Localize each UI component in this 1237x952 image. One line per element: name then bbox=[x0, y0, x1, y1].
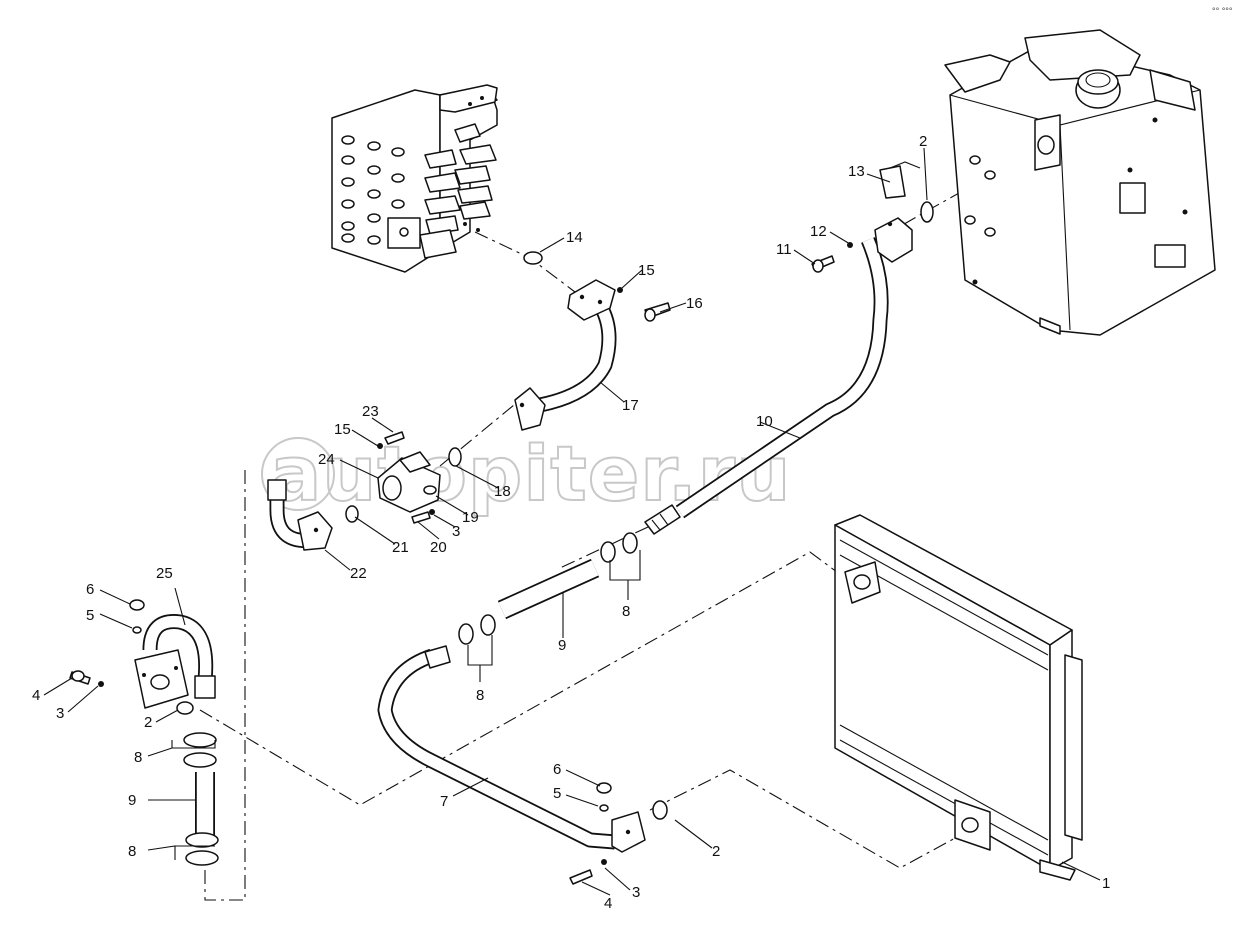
oil-cooler bbox=[834, 514, 1083, 881]
callout-2: 2 bbox=[919, 133, 927, 150]
pipe-17 bbox=[514, 279, 617, 431]
callout-9-center: 9 bbox=[558, 637, 566, 654]
pipe-7 bbox=[377, 645, 646, 853]
callout-9-left: 9 bbox=[128, 792, 136, 809]
callout-8-left-lower: 8 bbox=[128, 843, 136, 860]
callout-5-bottom: 5 bbox=[553, 785, 561, 802]
callout-2-left: 2 bbox=[144, 714, 152, 731]
pipe-25 bbox=[134, 614, 216, 709]
callout-8-left-upper: 8 bbox=[134, 749, 142, 766]
seal-rings bbox=[176, 201, 934, 820]
callout-3-upper: 3 bbox=[452, 523, 460, 540]
leader-lines bbox=[43, 147, 1101, 896]
corner-code: °° °°° bbox=[1212, 6, 1233, 16]
pipe-10 bbox=[644, 217, 913, 535]
callout-7: 7 bbox=[440, 793, 448, 810]
callout-17: 17 bbox=[622, 397, 639, 414]
callout-23: 23 bbox=[362, 403, 379, 420]
callout-19: 19 bbox=[462, 509, 479, 526]
callout-12: 12 bbox=[810, 223, 827, 240]
callout-1: 1 bbox=[1102, 875, 1110, 892]
callout-8-middle: 8 bbox=[476, 687, 484, 704]
callout-15-lower: 15 bbox=[334, 421, 351, 438]
callout-5-left: 5 bbox=[86, 607, 94, 624]
callout-24: 24 bbox=[318, 451, 335, 468]
control-valve-block bbox=[331, 84, 498, 273]
watermark-text: autopiter.ru bbox=[270, 429, 791, 518]
callout-13: 13 bbox=[848, 163, 865, 180]
callout-18: 18 bbox=[494, 483, 511, 500]
hydraulic-tank bbox=[944, 29, 1216, 336]
callout-3-left: 3 bbox=[56, 705, 64, 722]
watermark: autopiter.ru bbox=[261, 428, 791, 519]
adapter-24 bbox=[377, 451, 441, 513]
callout-15: 15 bbox=[638, 262, 655, 279]
callout-22: 22 bbox=[350, 565, 367, 582]
callout-6-left: 6 bbox=[86, 581, 94, 598]
callout-6-bottom: 6 bbox=[553, 761, 561, 778]
callout-labels: 2 13 12 11 14 15 16 17 10 23 15 24 18 19… bbox=[32, 133, 1110, 912]
hose-9-center bbox=[497, 558, 600, 620]
callout-3-bottom: 3 bbox=[632, 884, 640, 901]
callout-8-right: 8 bbox=[622, 603, 630, 620]
callout-4-bottom: 4 bbox=[604, 895, 612, 912]
callout-14: 14 bbox=[566, 229, 583, 246]
callout-20: 20 bbox=[430, 539, 447, 556]
callout-25: 25 bbox=[156, 565, 173, 582]
valve-block-fittings bbox=[387, 96, 497, 259]
callout-16: 16 bbox=[686, 295, 703, 312]
callout-21: 21 bbox=[392, 539, 409, 556]
callout-4-left: 4 bbox=[32, 687, 40, 704]
callout-10: 10 bbox=[756, 413, 773, 430]
bolts-and-washers bbox=[69, 161, 921, 885]
callout-11: 11 bbox=[776, 241, 792, 258]
pipe-22 bbox=[267, 479, 333, 551]
callout-2-bottom: 2 bbox=[712, 843, 720, 860]
clamps-8 bbox=[183, 532, 638, 866]
